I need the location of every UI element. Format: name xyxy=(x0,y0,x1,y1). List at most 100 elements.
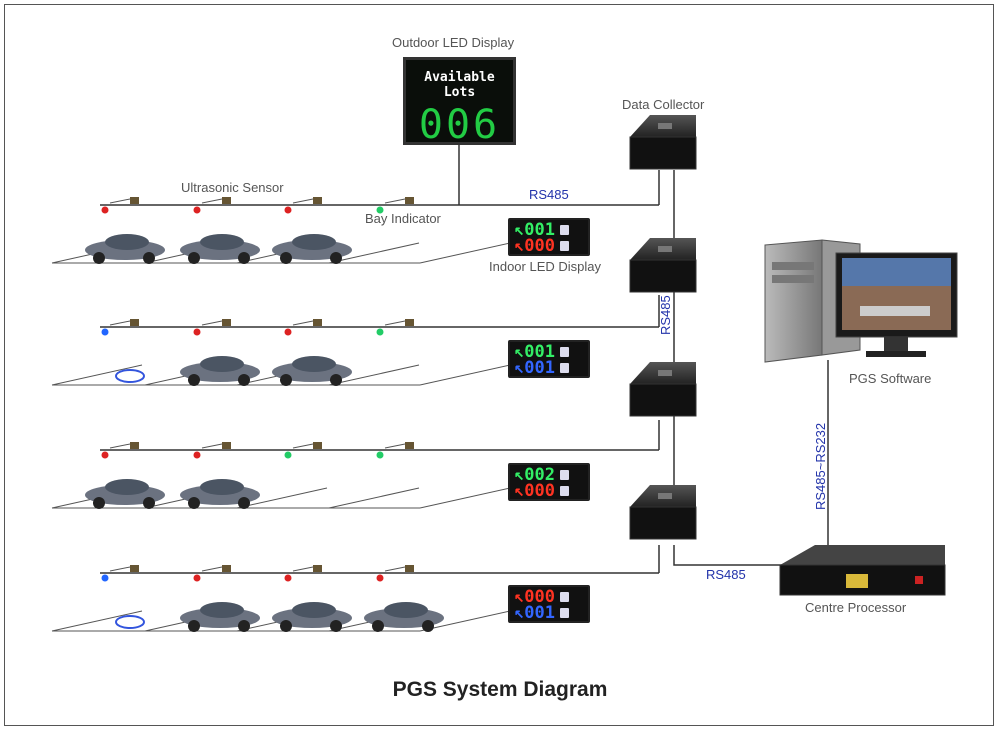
bay-indicator-light xyxy=(284,206,292,214)
parking-bay-divider xyxy=(236,487,328,509)
car-wheel xyxy=(143,497,155,509)
data-collector-1 xyxy=(629,115,697,170)
processor-link-line xyxy=(673,545,790,566)
bay-indicator-light xyxy=(193,328,201,336)
centre-processor-box xyxy=(779,545,946,596)
pc-monitor xyxy=(835,252,958,357)
sensor-mount xyxy=(292,443,314,449)
sensor-mount xyxy=(292,198,314,204)
sensor-mount xyxy=(384,320,406,326)
car-wheel xyxy=(422,620,434,632)
car-roof xyxy=(200,234,244,250)
ultrasonic-sensor xyxy=(130,442,139,449)
car-icon xyxy=(559,592,569,602)
car-roof xyxy=(200,602,244,618)
outdoor-led-line1: Available Lots xyxy=(424,70,495,100)
bay-indicator-light xyxy=(376,574,384,582)
pgs-software-label: PGS Software xyxy=(849,371,932,386)
bay-indicator-light xyxy=(101,574,109,582)
data-collector-2 xyxy=(629,238,697,293)
bay-indicator-light xyxy=(376,206,384,214)
bay-indicator-light xyxy=(193,451,201,459)
outdoor-display-label: Outdoor LED Display xyxy=(392,35,515,50)
car-wheel xyxy=(188,252,200,264)
rs485-top-label: RS485 xyxy=(529,187,569,202)
parking-bay-divider xyxy=(328,242,420,264)
sensor-mount xyxy=(292,320,314,326)
car-wheel xyxy=(143,252,155,264)
sensor-mount xyxy=(201,198,223,204)
parking-bay-divider xyxy=(419,364,511,386)
disabled-parking-icon xyxy=(115,369,145,383)
car-wheel xyxy=(238,374,250,386)
parking-bay-divider xyxy=(419,487,511,509)
indoor-display-label: Indoor LED Display xyxy=(489,259,601,274)
rs485-vertical-label: RS485 xyxy=(658,295,673,335)
parking-bay-divider xyxy=(51,610,143,632)
ultrasonic-sensor xyxy=(222,197,231,204)
car-wheel xyxy=(280,252,292,264)
indoor-led-display-3: ↖002 ↖000 xyxy=(508,463,590,501)
ultrasonic-sensor xyxy=(222,319,231,326)
ultrasonic-sensor-label: Ultrasonic Sensor xyxy=(181,180,284,195)
car-wheel xyxy=(93,497,105,509)
car-icon xyxy=(559,470,569,480)
sensor-mount xyxy=(201,566,223,572)
parking-bay-divider xyxy=(419,610,511,632)
led-1-row2: ↖000 xyxy=(514,236,555,256)
diagram-frame xyxy=(4,4,994,726)
sensor-mount xyxy=(384,566,406,572)
led-2-row1: ↖001 xyxy=(514,342,555,362)
disabled-parking-icon xyxy=(115,615,145,629)
car-wheel xyxy=(330,374,342,386)
sensor-mount xyxy=(384,198,406,204)
parking-bay-divider xyxy=(51,364,143,386)
car-icon xyxy=(559,347,569,357)
diagram-title: PGS System Diagram xyxy=(392,678,608,701)
bay-indicator-light xyxy=(284,328,292,336)
led-3-row1: ↖002 xyxy=(514,465,555,485)
car-roof xyxy=(292,356,336,372)
bay-indicator-light xyxy=(376,451,384,459)
centre-processor-label: Centre Processor xyxy=(805,600,907,615)
car-wheel xyxy=(238,497,250,509)
outdoor-led-count: 006 xyxy=(418,102,501,148)
bay-indicator-light xyxy=(101,328,109,336)
ultrasonic-sensor xyxy=(405,565,414,572)
car-wheel xyxy=(280,620,292,632)
ultrasonic-sensor xyxy=(405,197,414,204)
car-icon xyxy=(559,225,569,235)
car-wheel xyxy=(188,497,200,509)
car-wheel xyxy=(238,620,250,632)
sensor-mount xyxy=(292,566,314,572)
car-roof xyxy=(105,234,149,250)
car-wheel xyxy=(188,374,200,386)
sensor-mount xyxy=(384,443,406,449)
bay-indicator-light xyxy=(101,451,109,459)
indoor-led-display-2: ↖001 ↖001 xyxy=(508,340,590,378)
bay-indicator-label: Bay Indicator xyxy=(365,211,441,226)
bay-indicator-light xyxy=(376,328,384,336)
led-4-row2: ↖001 xyxy=(514,603,555,623)
sensor-mount xyxy=(109,443,131,449)
car-wheel xyxy=(93,252,105,264)
parking-bay-divider xyxy=(328,487,420,509)
ultrasonic-sensor xyxy=(405,319,414,326)
car-roof xyxy=(292,602,336,618)
led-4-row1: ↖000 xyxy=(514,587,555,607)
car-roof xyxy=(105,479,149,495)
car-wheel xyxy=(330,620,342,632)
ultrasonic-sensor xyxy=(222,565,231,572)
ultrasonic-sensor xyxy=(130,565,139,572)
bay-indicator-light xyxy=(193,574,201,582)
bay-indicator-light xyxy=(193,206,201,214)
rs485-bottom-label: RS485 xyxy=(706,567,746,582)
led-2-row2: ↖001 xyxy=(514,358,555,378)
sensor-mount xyxy=(109,566,131,572)
car-roof xyxy=(292,234,336,250)
sensor-mount xyxy=(201,320,223,326)
ultrasonic-sensor xyxy=(313,565,322,572)
car-wheel xyxy=(238,252,250,264)
data-collector-3 xyxy=(629,362,697,417)
